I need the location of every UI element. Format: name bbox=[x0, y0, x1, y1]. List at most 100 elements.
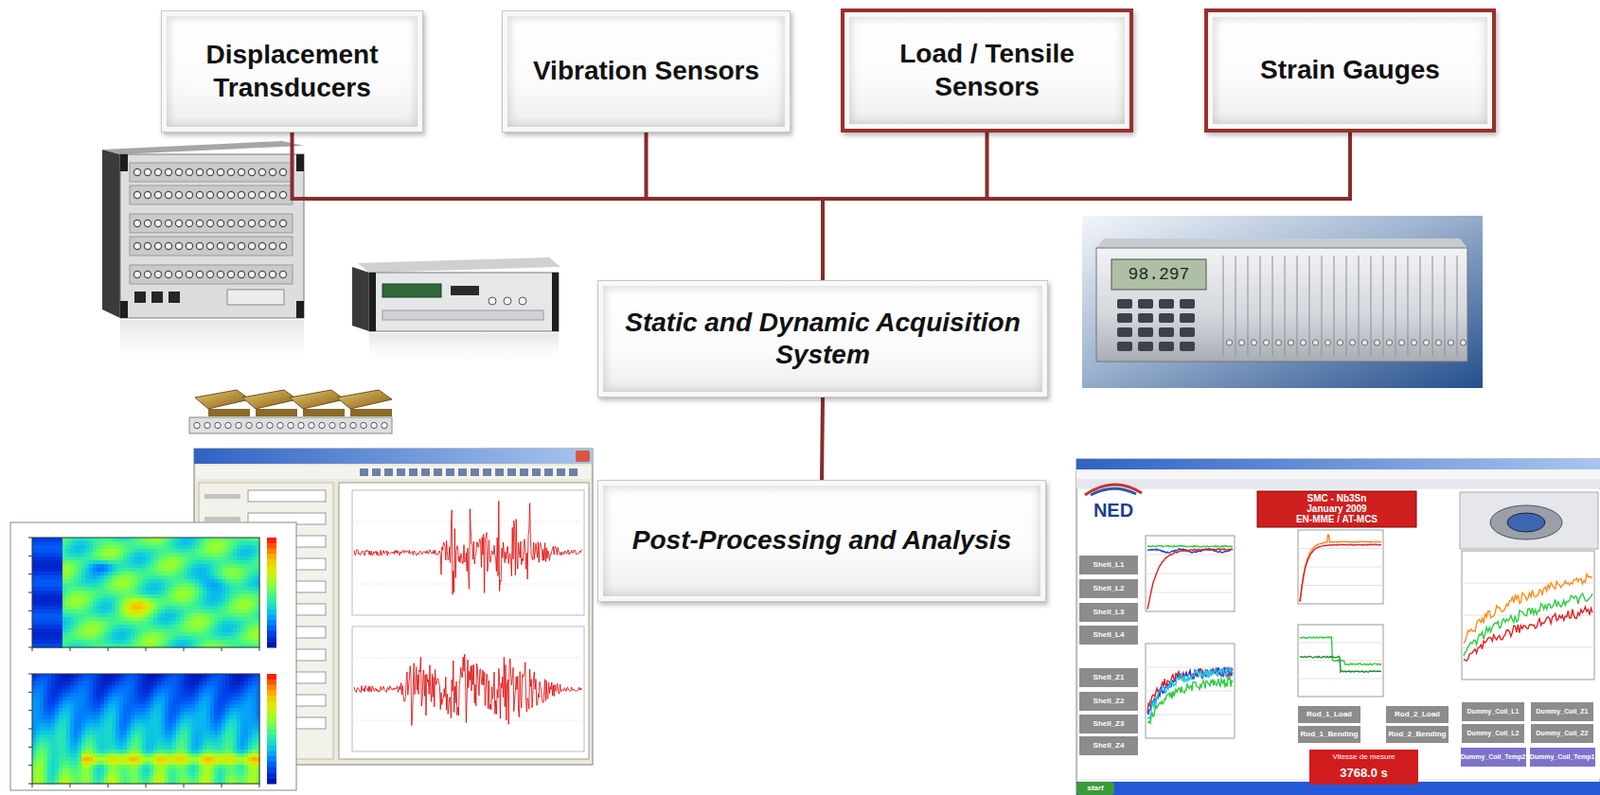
grid-line bbox=[352, 657, 585, 659]
heat-cell bbox=[88, 617, 94, 623]
keypad-key bbox=[1137, 299, 1154, 309]
heat-cell bbox=[119, 598, 125, 604]
bnc-connector bbox=[248, 219, 255, 227]
heat-cell bbox=[77, 636, 83, 641]
heat-cell bbox=[168, 560, 174, 566]
heat-cell bbox=[66, 575, 72, 581]
keypad-key bbox=[1158, 313, 1174, 323]
heat-cell bbox=[225, 605, 231, 611]
heat-cell bbox=[123, 628, 128, 634]
heat-cell bbox=[248, 624, 253, 630]
heat-cell bbox=[183, 568, 189, 573]
heat-cell bbox=[229, 545, 234, 551]
toolbar-icon bbox=[495, 468, 504, 477]
heat-cell bbox=[96, 628, 102, 634]
heat-cell bbox=[66, 621, 72, 626]
heat-cell bbox=[217, 632, 223, 638]
heat-cell bbox=[142, 537, 147, 543]
heat-cell bbox=[160, 568, 166, 573]
heat-cell bbox=[225, 628, 231, 634]
heat-cell bbox=[88, 609, 94, 615]
heat-cell bbox=[39, 552, 45, 558]
heat-cell bbox=[202, 624, 208, 630]
heat-cell bbox=[229, 586, 234, 592]
slot-socket bbox=[1423, 339, 1430, 346]
heat-cell bbox=[43, 560, 49, 566]
heat-cell bbox=[62, 537, 68, 543]
heat-cell bbox=[54, 586, 60, 592]
heat-cell bbox=[54, 594, 60, 600]
rack-handle bbox=[296, 301, 304, 319]
heat-cell bbox=[153, 537, 159, 543]
heat-cell bbox=[225, 594, 231, 600]
heat-cell bbox=[115, 628, 121, 634]
heat-cell bbox=[96, 632, 102, 638]
heat-cell bbox=[160, 556, 166, 562]
heat-cell bbox=[115, 545, 121, 551]
heat-cell bbox=[96, 613, 102, 619]
heat-cell bbox=[198, 594, 204, 600]
heat-cell bbox=[138, 537, 143, 543]
heat-cell bbox=[236, 628, 242, 634]
heat-cell bbox=[251, 556, 257, 562]
plot-area bbox=[338, 482, 589, 760]
heat-cell bbox=[236, 598, 242, 604]
heat-cell bbox=[248, 594, 253, 600]
heat-cell bbox=[123, 556, 128, 562]
heat-cell bbox=[134, 560, 140, 566]
heat-cell bbox=[138, 609, 143, 615]
heat-cell bbox=[81, 537, 87, 543]
heat-cell bbox=[236, 640, 242, 645]
heat-cell bbox=[217, 605, 223, 611]
heat-cell bbox=[32, 621, 37, 626]
heat-cell bbox=[248, 545, 253, 551]
module-edge bbox=[302, 408, 345, 417]
heat-cell bbox=[47, 549, 53, 554]
heat-cell bbox=[191, 571, 196, 577]
heat-cell bbox=[73, 545, 79, 551]
heat-cell bbox=[183, 609, 189, 615]
heat-cell bbox=[206, 632, 212, 638]
heat-cell bbox=[77, 560, 83, 566]
heat-cell bbox=[168, 571, 174, 577]
heat-cell bbox=[183, 571, 189, 577]
heat-cell bbox=[172, 602, 178, 607]
bnc-connector bbox=[195, 191, 203, 198]
heat-cell bbox=[104, 617, 109, 623]
heat-cell bbox=[51, 579, 56, 585]
heat-cell bbox=[248, 628, 253, 634]
heat-cell bbox=[51, 545, 56, 551]
heat-cell bbox=[179, 594, 185, 600]
heat-cell bbox=[217, 560, 223, 566]
heat-cell bbox=[134, 605, 140, 611]
heat-cell bbox=[202, 564, 208, 569]
heat-cell bbox=[145, 617, 151, 623]
heat-cell bbox=[221, 636, 227, 641]
heat-cell bbox=[240, 560, 246, 566]
heat-cell bbox=[153, 621, 159, 626]
heat-cell bbox=[251, 571, 257, 577]
heat-cell bbox=[58, 549, 64, 554]
heat-cell bbox=[244, 590, 249, 596]
heat-cell bbox=[115, 617, 121, 623]
heat-cell bbox=[134, 609, 140, 615]
heat-cell bbox=[81, 586, 87, 592]
grid-line bbox=[352, 584, 585, 586]
heat-cell bbox=[183, 549, 189, 554]
slot-socket bbox=[1276, 339, 1282, 346]
heat-cell bbox=[39, 586, 45, 592]
heat-cell bbox=[187, 541, 193, 547]
heat-cell bbox=[198, 632, 204, 638]
heat-cell bbox=[92, 602, 98, 607]
heat-cell bbox=[111, 605, 117, 611]
heat-cell bbox=[213, 556, 219, 562]
heat-cell bbox=[210, 636, 215, 641]
heat-cell bbox=[198, 541, 204, 547]
heat-cell bbox=[66, 636, 72, 641]
heat-cell bbox=[168, 640, 174, 645]
heat-cell bbox=[126, 568, 132, 573]
heat-cell bbox=[251, 640, 257, 645]
heat-cell bbox=[96, 605, 102, 611]
heat-cell bbox=[195, 628, 200, 634]
heat-cell bbox=[77, 556, 83, 562]
